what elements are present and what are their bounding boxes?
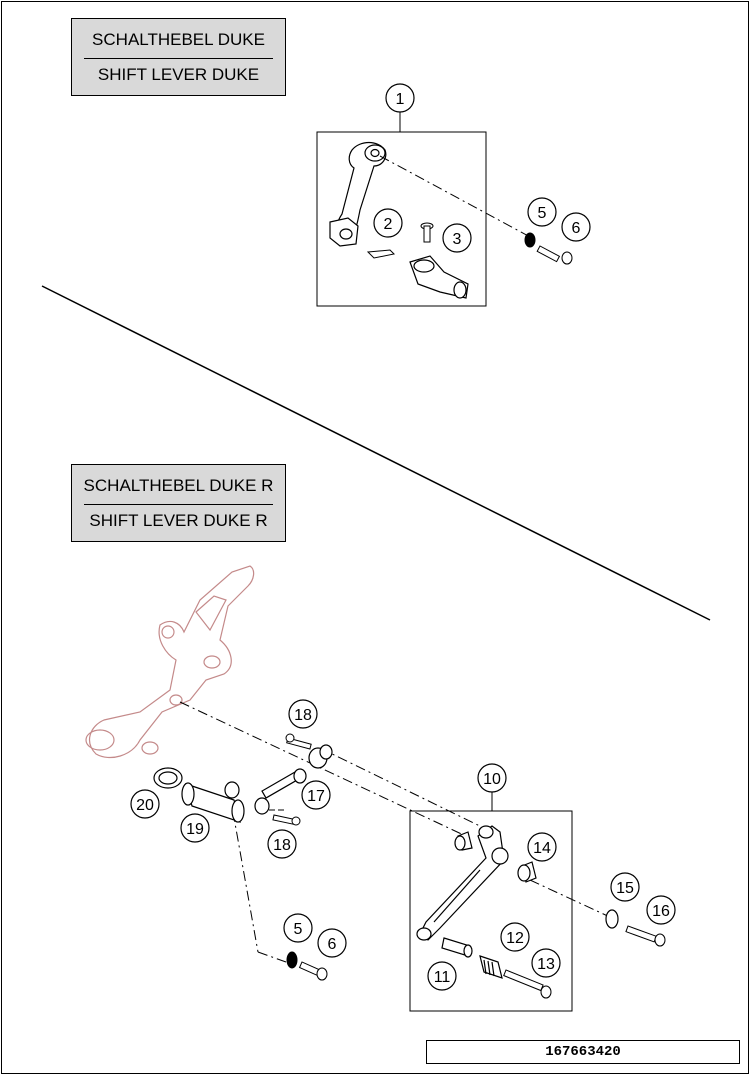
kit-box-top [316, 131, 487, 307]
washer-part [286, 951, 298, 969]
callout-label: 11 [434, 969, 451, 986]
callout-label: 3 [453, 231, 462, 248]
peg-sleeve-part [441, 937, 473, 958]
bushing-part [517, 861, 537, 883]
callout-label: 17 [307, 788, 325, 805]
title-separator [84, 58, 273, 59]
callout-label: 2 [384, 216, 393, 233]
title-box-duke-r: SCHALTHEBEL DUKE R SHIFT LEVER DUKE R [71, 464, 286, 542]
bushing-ring-part [153, 767, 183, 789]
callout-label: 1 [396, 91, 405, 108]
screw-part [272, 814, 301, 826]
washer-part [605, 909, 619, 929]
callout-18: 18 [267, 829, 297, 859]
callout-label: 19 [186, 821, 204, 838]
axis-line [319, 747, 489, 831]
callout-5: 5 [283, 913, 313, 943]
shift-lever-part [329, 141, 387, 247]
sleeve-part [181, 781, 245, 823]
title-box-duke: SCHALTHEBEL DUKE SHIFT LEVER DUKE [71, 18, 286, 96]
callout-10: 10 [477, 763, 507, 793]
footpeg-part [409, 255, 469, 299]
callout-label: 18 [273, 837, 291, 854]
callout-6: 6 [561, 212, 591, 242]
bolt-part [625, 925, 666, 947]
rearset-bracket-ghost [85, 565, 255, 759]
callout-label: 16 [652, 903, 670, 920]
callout-label: 13 [537, 956, 555, 973]
bolt-part [503, 969, 552, 999]
bolt-part [536, 245, 573, 265]
footpeg-rubber-part [479, 955, 503, 979]
callout-16: 16 [646, 895, 676, 925]
callout-13: 13 [531, 948, 561, 978]
callout-11: 11 [427, 961, 457, 991]
callout-label: 5 [294, 921, 303, 938]
title-separator [84, 504, 273, 505]
callout-label: 15 [616, 880, 634, 897]
bolt-part [298, 961, 328, 981]
title-de: SCHALTHEBEL DUKE [92, 30, 265, 49]
axis-line [179, 701, 471, 839]
title-en: SHIFT LEVER DUKE [97, 65, 260, 84]
axis-line [232, 811, 259, 953]
axis-line [379, 155, 533, 239]
callout-15: 15 [610, 872, 640, 902]
kit-box-bottom [409, 810, 573, 1012]
callout-label: 18 [294, 707, 312, 724]
callout-label: 12 [506, 930, 524, 947]
callout-2: 2 [373, 208, 403, 238]
callout-14: 14 [527, 832, 557, 862]
linkage-rod-part [254, 744, 333, 815]
callout-20: 20 [130, 789, 160, 819]
callout-label: 14 [533, 840, 551, 857]
bushing-part [454, 831, 473, 851]
shift-lever-r-part [416, 825, 509, 941]
axis-line [529, 879, 613, 919]
callout-19: 19 [180, 813, 210, 843]
callout-6: 6 [317, 928, 347, 958]
callout-3: 3 [442, 223, 472, 253]
callout-12: 12 [500, 922, 530, 952]
callout-1: 1 [385, 83, 415, 113]
callout-18: 18 [288, 699, 318, 729]
clip-part [366, 249, 396, 259]
callout-17: 17 [301, 780, 331, 810]
title-en: SHIFT LEVER DUKE R [89, 511, 268, 530]
section-divider-line [41, 285, 711, 621]
callout-label: 20 [136, 797, 154, 814]
title-de: SCHALTHEBEL DUKE R [83, 476, 274, 495]
pin-part [420, 222, 434, 243]
axis-line [257, 951, 287, 963]
callout-label: 6 [572, 220, 581, 237]
callout-label: 6 [328, 936, 337, 953]
screw-part [285, 733, 312, 750]
document-number: 167663420 [426, 1040, 740, 1064]
callout-label: 10 [483, 771, 501, 788]
washer-part [524, 232, 536, 248]
callout-label: 5 [538, 205, 547, 222]
callout-5: 5 [527, 197, 557, 227]
